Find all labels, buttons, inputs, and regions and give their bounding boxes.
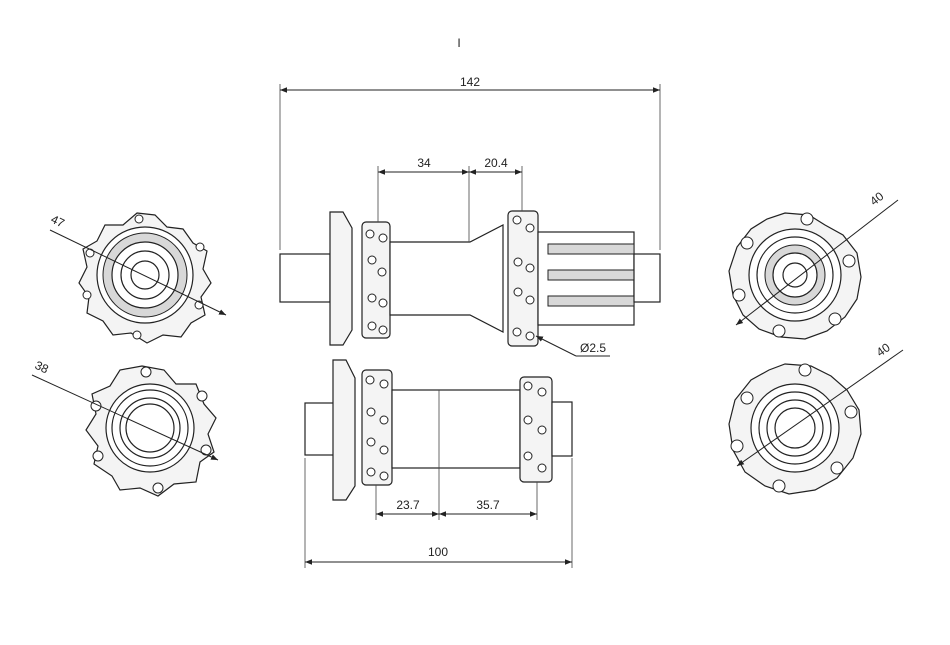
front-left-dimension: 38 — [31, 358, 219, 461]
rear-axle-right — [633, 253, 661, 303]
rear-right-flange — [507, 210, 539, 347]
front-left-spoke-holes — [365, 375, 389, 481]
rear-left-dimension: 47 — [49, 212, 227, 316]
rear-right-spoke-holes — [512, 215, 535, 341]
front-right-spoke-holes — [523, 381, 547, 473]
dim-34: 34 — [417, 156, 431, 170]
rear-rotor-mount — [329, 211, 353, 346]
dim-35-7: 35.7 — [476, 498, 500, 512]
rear-left-spoke-holes — [365, 229, 388, 335]
front-left-flange — [361, 369, 393, 486]
front-axle-right — [551, 401, 573, 457]
dim-47: 47 — [49, 212, 67, 230]
front-hub-body — [391, 389, 521, 469]
rear-right-end-view — [728, 212, 862, 340]
front-left-end-view — [85, 365, 217, 497]
rear-left-end-view — [78, 212, 212, 344]
dim-40-front: 40 — [874, 340, 893, 359]
dim-20-4: 20.4 — [484, 156, 508, 170]
front-right-end-view — [728, 363, 862, 495]
dim-142: 142 — [460, 75, 480, 89]
dim-38: 38 — [33, 358, 51, 376]
front-right-flange — [519, 376, 553, 483]
rear-hub-side-view — [279, 210, 661, 347]
freehub-splines — [547, 243, 635, 307]
dim-hole-diameter: Ø2.5 — [580, 341, 606, 355]
front-axle-left — [304, 402, 336, 456]
rear-axle-left — [279, 253, 331, 303]
rear-hub-body — [389, 224, 504, 333]
front-dimensions: 23.7 35.7 100 — [304, 390, 573, 568]
rear-dimensions: 142 34 20.4 Ø2.5 — [279, 75, 661, 357]
dim-40-rear: 40 — [867, 189, 886, 208]
front-hub-side-view — [304, 359, 573, 501]
front-rotor-mount — [332, 359, 356, 501]
top-tick-mark: I — [457, 36, 460, 50]
dim-100: 100 — [428, 545, 448, 559]
dim-23-7: 23.7 — [396, 498, 420, 512]
